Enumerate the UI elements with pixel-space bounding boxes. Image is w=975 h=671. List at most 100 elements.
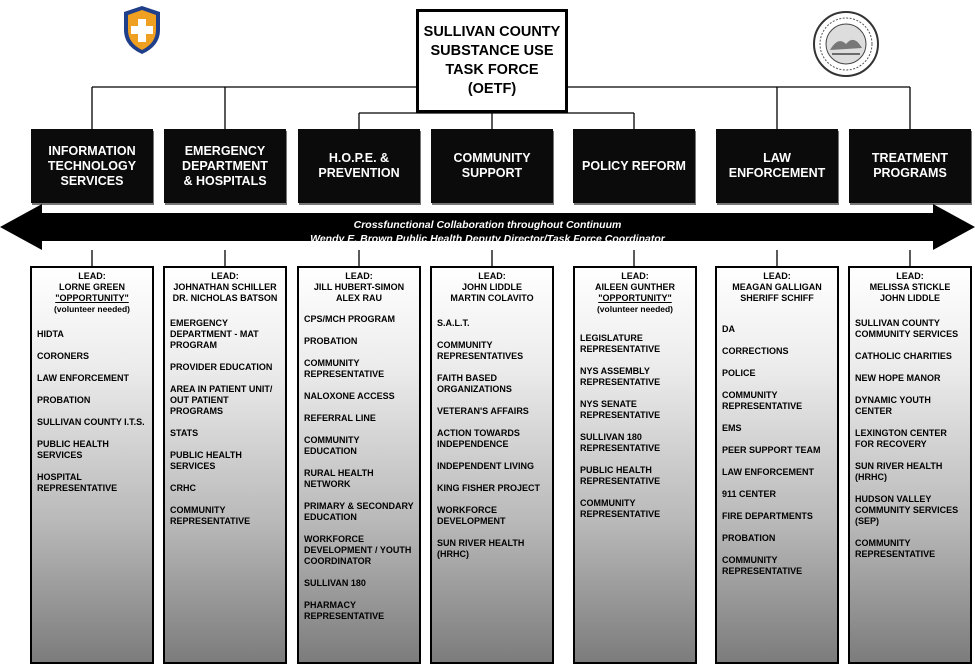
public-health-logo <box>98 2 186 92</box>
lead-block: LEAD: JOHN LIDDLE MARTIN COLAVITO <box>437 271 547 304</box>
county-seal <box>812 10 880 78</box>
lead-block: LEAD: MEAGAN GALLIGAN SHERIFF SCHIFF <box>722 271 832 304</box>
volunteer-note: (volunteer needed) <box>53 304 131 314</box>
list-item: CORONERS <box>37 351 90 361</box>
list-item: PRIMARY & SECONDARY EDUCATION <box>304 501 414 522</box>
lead-name: AILEEN GUNTHER <box>594 282 675 292</box>
lead-name: SHERIFF SCHIFF <box>740 293 814 303</box>
list-item: STATS <box>170 428 199 438</box>
list-item: SULLIVAN 180 <box>304 578 366 588</box>
list-item: POLICE <box>722 368 756 378</box>
list-item: SULLIVAN COUNTY I.T.S. <box>37 417 145 427</box>
list-item: NYS SENATE REPRESENTATIVE <box>580 399 661 420</box>
list-item: NYS ASSEMBLY REPRESENTATIVE <box>580 366 661 387</box>
title-line-4: (OETF) <box>467 81 517 97</box>
lead-name: JOHN LIDDLE <box>879 293 940 303</box>
list-item: PROBATION <box>304 336 358 346</box>
list-item: COMMUNITY REPRESENTATIVES <box>437 340 524 361</box>
lead-name: LORNE GREEN <box>58 282 125 292</box>
lead-block: LEAD: JOHNATHAN SCHILLER DR. NICHOLAS BA… <box>170 271 280 304</box>
list-item: COMMUNITY EDUCATION <box>304 435 360 456</box>
list-item: KING FISHER PROJECT <box>437 483 541 493</box>
lead-name: MARTIN COLAVITO <box>450 293 534 303</box>
list-item: REFERRAL LINE <box>304 413 376 423</box>
list-item: S.A.L.T. <box>437 318 470 328</box>
dept-column-it: LEAD: LORNE GREEN "OPPORTUNITY" (volunte… <box>30 266 154 664</box>
list-item: PROVIDER EDUCATION <box>170 362 273 372</box>
dept-header-community: COMMUNITY SUPPORT <box>431 129 553 203</box>
lead-name: ALEX RAU <box>335 293 382 303</box>
list-item: PHARMACY REPRESENTATIVE <box>304 600 385 621</box>
public-health-cross-shield-icon <box>124 6 160 54</box>
volunteer-note: (volunteer needed) <box>596 304 674 314</box>
lead-block: LEAD: AILEEN GUNTHER "OPPORTUNITY" (volu… <box>580 271 690 315</box>
list-item: LAW ENFORCEMENT <box>37 373 129 383</box>
list-item: CORRECTIONS <box>722 346 789 356</box>
list-item: SUN RIVER HEALTH (HRHC) <box>437 538 525 559</box>
dept-column-emergency: LEAD: JOHNATHAN SCHILLER DR. NICHOLAS BA… <box>163 266 287 664</box>
lead-label: LEAD: <box>763 271 791 281</box>
list-item: PEER SUPPORT TEAM <box>722 445 821 455</box>
collaboration-arrow <box>0 204 975 250</box>
list-item: HIDTA <box>37 329 64 339</box>
list-item: HUDSON VALLEY COMMUNITY SERVICES (SEP) <box>855 494 959 526</box>
dept-header-law: LAW ENFORCEMENT <box>716 129 838 203</box>
lead-block: LEAD: LORNE GREEN "OPPORTUNITY" (volunte… <box>37 271 147 315</box>
list-item: CPS/MCH PROGRAM <box>304 314 396 324</box>
list-item: LEXINGTON CENTER FOR RECOVERY <box>855 428 947 449</box>
dept-column-law: LEAD: MEAGAN GALLIGAN SHERIFF SCHIFF DA … <box>715 266 839 664</box>
dept-header-it: INFORMATION TECHNOLOGY SERVICES <box>31 129 153 203</box>
lead-name: MELISSA STICKLE <box>869 282 951 292</box>
lead-label: LEAD: <box>896 271 924 281</box>
list-item: PROBATION <box>37 395 91 405</box>
list-item: SULLIVAN 180 REPRESENTATIVE <box>580 432 661 453</box>
list-item: VETERAN'S AFFAIRS <box>437 406 529 416</box>
list-item: COMMUNITY REPRESENTATIVE <box>580 498 661 519</box>
list-item: SUN RIVER HEALTH (HRHC) <box>855 461 943 482</box>
dept-column-policy: LEAD: AILEEN GUNTHER "OPPORTUNITY" (volu… <box>573 266 697 664</box>
lead-name: MEAGAN GALLIGAN <box>732 282 822 292</box>
lead-name: JOHN LIDDLE <box>461 282 522 292</box>
list-item: NEW HOPE MANOR <box>855 373 941 383</box>
list-item: HOSPITAL REPRESENTATIVE <box>37 472 118 493</box>
list-item: RURAL HEALTH NETWORK <box>304 468 374 489</box>
list-item: EMS <box>722 423 742 433</box>
list-item: COMMUNITY REPRESENTATIVE <box>304 358 385 379</box>
opportunity-label: "OPPORTUNITY" <box>55 293 129 303</box>
list-item: 911 CENTER <box>722 489 777 499</box>
list-item: COMMUNITY REPRESENTATIVE <box>722 390 803 411</box>
lead-label: LEAD: <box>211 271 239 281</box>
list-item: DYNAMIC YOUTH CENTER <box>855 395 931 416</box>
band-line-1: Crossfunctional Collaboration throughout… <box>353 219 622 231</box>
list-item: COMMUNITY REPRESENTATIVE <box>170 505 251 526</box>
list-item: PUBLIC HEALTH REPRESENTATIVE <box>580 465 661 486</box>
list-item: PROBATION <box>722 533 776 543</box>
lead-label: LEAD: <box>621 271 649 281</box>
list-item: CRHC <box>170 483 196 493</box>
lead-name: DR. NICHOLAS BATSON <box>172 293 278 303</box>
list-item: FAITH BASED ORGANIZATIONS <box>437 373 512 394</box>
lead-label: LEAD: <box>78 271 106 281</box>
lead-label: LEAD: <box>345 271 373 281</box>
lead-name: JOHNATHAN SCHILLER <box>173 282 277 292</box>
lead-block: LEAD: MELISSA STICKLE JOHN LIDDLE <box>855 271 965 304</box>
list-item: NALOXONE ACCESS <box>304 391 395 401</box>
list-item: CATHOLIC CHARITIES <box>855 351 952 361</box>
list-item: WORKFORCE DEVELOPMENT / YOUTH COORDINATO… <box>304 534 412 566</box>
dept-column-treatment: LEAD: MELISSA STICKLE JOHN LIDDLE SULLIV… <box>848 266 972 664</box>
list-item: PUBLIC HEALTH SERVICES <box>37 439 109 460</box>
dept-header-hope: H.O.P.E. & PREVENTION <box>298 129 420 203</box>
title-line-1: SULLIVAN COUNTY <box>423 24 561 40</box>
list-item: SULLIVAN COUNTY COMMUNITY SERVICES <box>855 318 959 339</box>
lead-name: JILL HUBERT-SIMON <box>313 282 405 292</box>
list-item: ACTION TOWARDS INDEPENDENCE <box>437 428 520 449</box>
lead-block: LEAD: JILL HUBERT-SIMON ALEX RAU <box>304 271 414 304</box>
lead-label: LEAD: <box>478 271 506 281</box>
list-item: AREA IN PATIENT UNIT/ OUT PATIENT PROGRA… <box>170 384 273 416</box>
opportunity-label: "OPPORTUNITY" <box>598 293 672 303</box>
dept-header-treatment: TREATMENT PROGRAMS <box>849 129 971 203</box>
county-seal-icon <box>813 11 879 77</box>
list-item: LEGISLATURE REPRESENTATIVE <box>580 333 661 354</box>
list-item: WORKFORCE DEVELOPMENT <box>437 505 506 526</box>
title-line-2: SUBSTANCE USE <box>430 43 554 59</box>
